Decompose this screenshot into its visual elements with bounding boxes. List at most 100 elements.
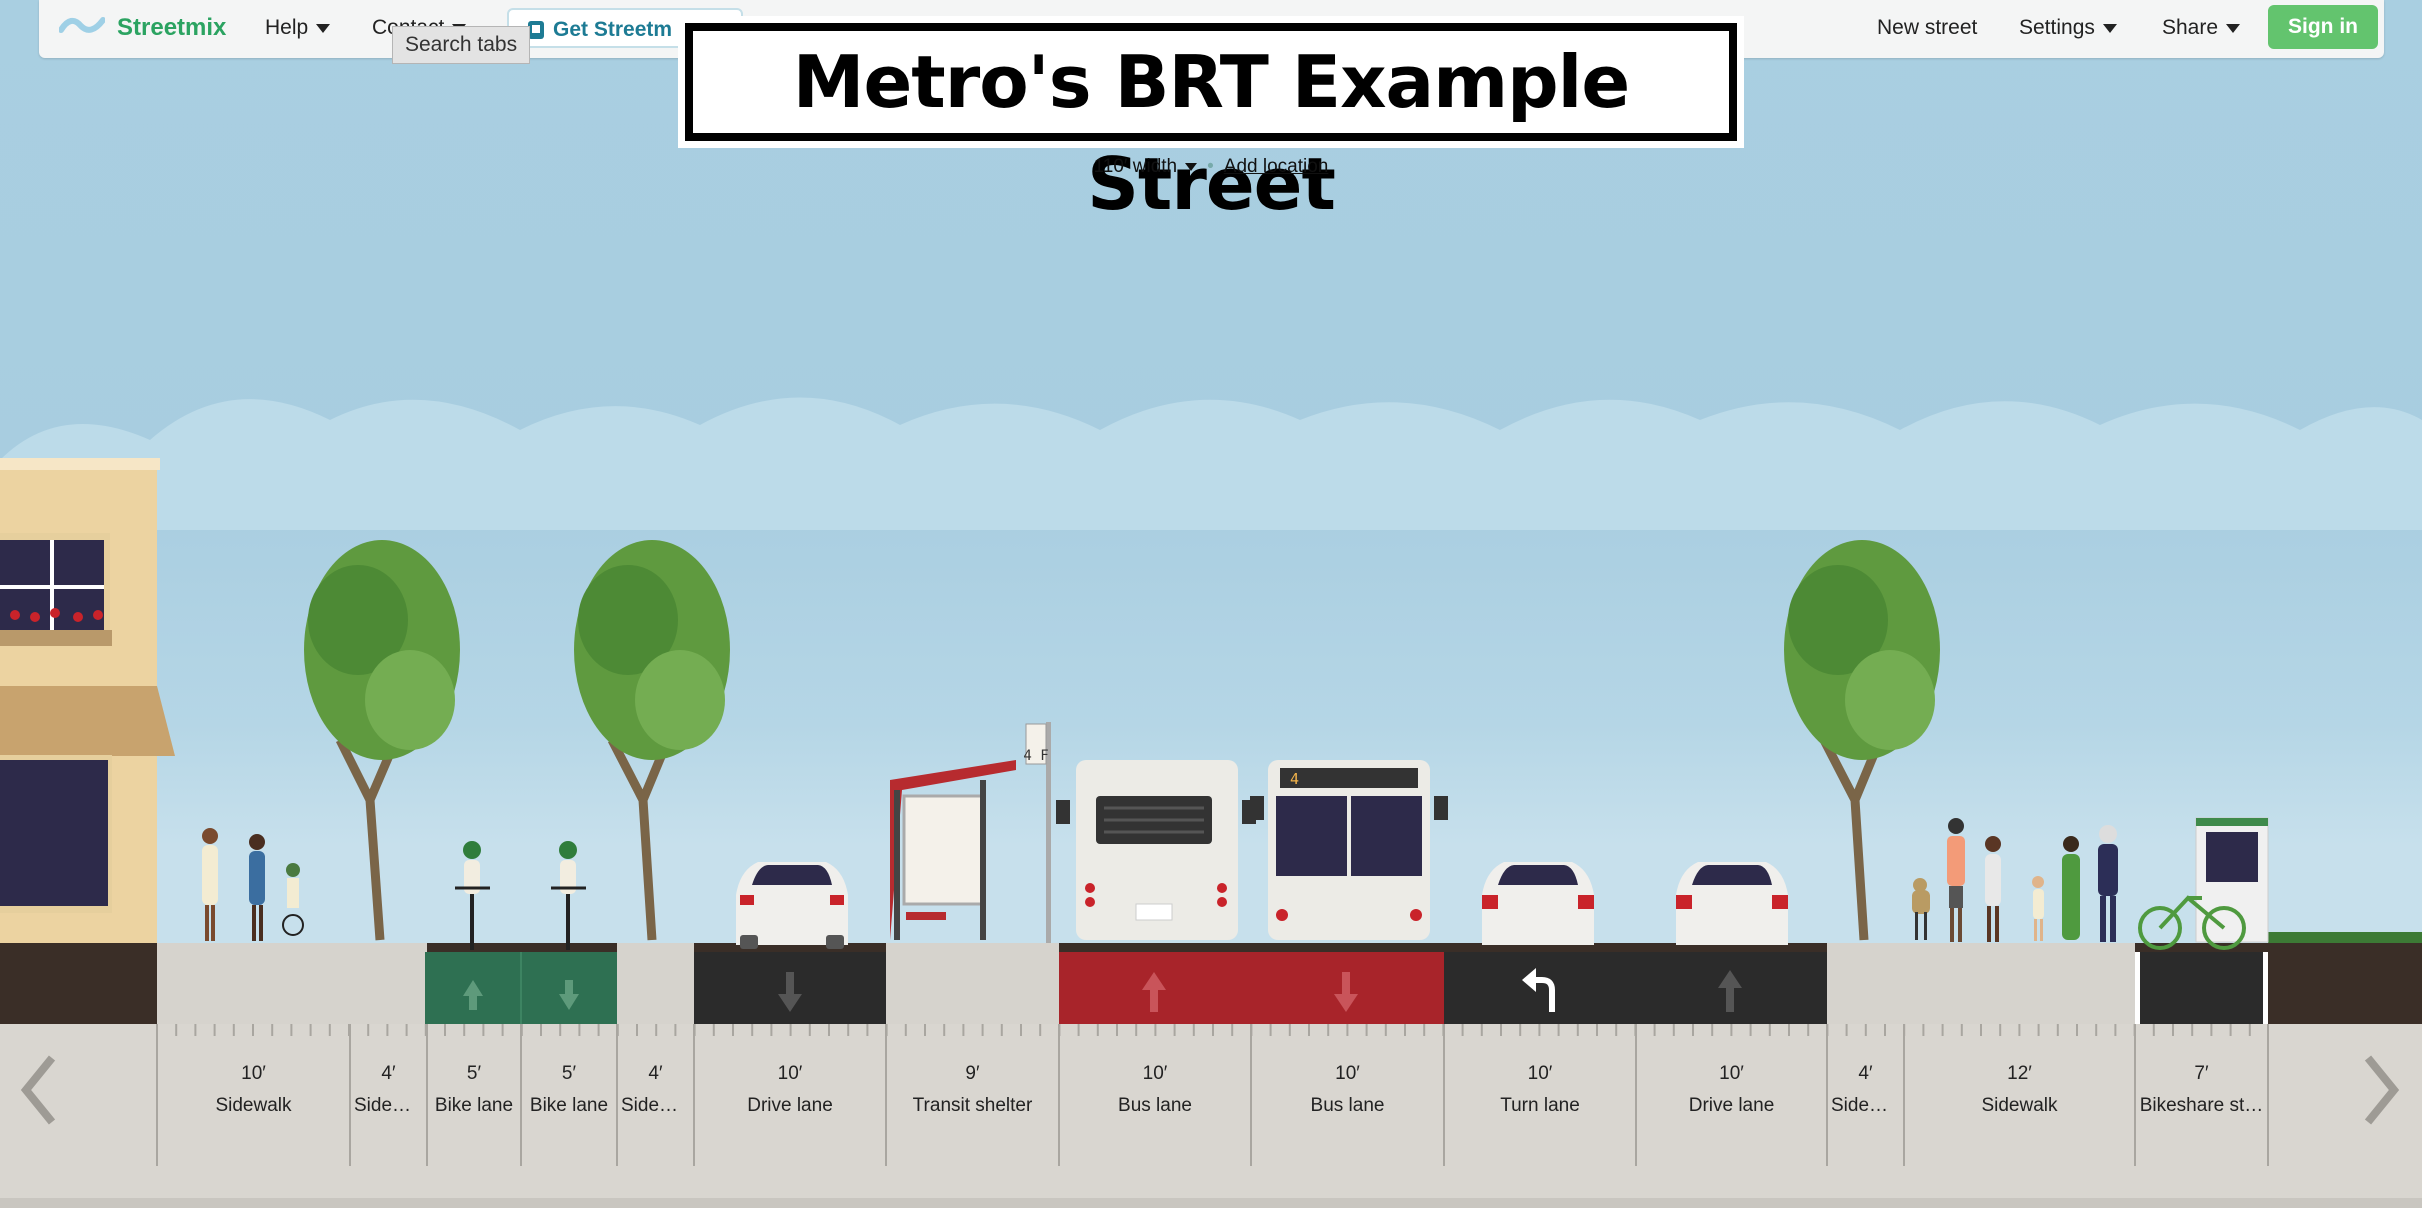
transit-shelter: 4 F — [890, 722, 1051, 944]
segment-width[interactable]: 10′ — [1335, 1063, 1360, 1084]
sidewalk-surface — [157, 943, 427, 1024]
share-label: Share — [2162, 16, 2219, 39]
segment-cell[interactable]: 4′ Sidew… — [617, 1024, 694, 1166]
segment-width[interactable]: 5′ — [561, 1063, 577, 1084]
help-label: Help — [265, 16, 309, 39]
segment-label: Bike lane — [529, 1095, 609, 1116]
segment-cell[interactable]: 7′ Bikeshare st… — [2135, 1024, 2268, 1166]
segment-width[interactable]: 4′ — [1858, 1063, 1873, 1084]
settings-label: Settings — [2019, 16, 2095, 39]
add-location-link[interactable]: Add location — [1223, 156, 1329, 177]
streetmix-logo-icon[interactable] — [59, 14, 105, 36]
street-name[interactable]: Metro's BRT Example Street — [685, 23, 1737, 226]
segment-label: Transit shelter — [912, 1095, 1033, 1116]
get-streetmix-label: Get Streetm — [553, 18, 673, 41]
caret-down-icon — [1185, 162, 1198, 171]
help-menu[interactable]: Help — [265, 0, 331, 55]
segment-cell[interactable]: 4′ Sidew… — [350, 1024, 427, 1166]
segment-label: Bus lane — [1310, 1095, 1385, 1116]
transit-shelter-surface — [886, 943, 1059, 1024]
sidewalk-surface — [1827, 943, 2135, 1024]
turn-left-arrow-icon — [1522, 968, 1555, 1012]
segment-width[interactable]: 5′ — [466, 1063, 482, 1084]
tree — [304, 540, 460, 941]
street-width-menu[interactable]: 110′ width — [1094, 156, 1198, 177]
pedestrians — [202, 828, 304, 941]
segment-label: Bike lane — [434, 1095, 514, 1116]
bus-number: 4 — [1290, 770, 1299, 788]
segment-width[interactable]: 10′ — [1527, 1063, 1553, 1084]
segment-width[interactable]: 7′ — [2194, 1063, 2209, 1084]
segment-width[interactable]: 10′ — [1142, 1063, 1168, 1084]
separator-dot: • — [1207, 156, 1214, 177]
segment-cell[interactable]: 5′ Bike lane — [521, 1024, 617, 1166]
cyclist — [455, 841, 490, 950]
left-arrow-icon[interactable] — [18, 1050, 58, 1130]
segment-width[interactable]: 10′ — [1719, 1063, 1744, 1084]
settings-menu[interactable]: Settings — [2019, 0, 2117, 55]
tree — [574, 540, 730, 941]
segment-label: Sidew… — [354, 1095, 423, 1116]
segment-width[interactable]: 4′ — [648, 1063, 663, 1084]
caret-down-icon — [2102, 23, 2117, 33]
segment-label: Sidew… — [621, 1095, 690, 1116]
cyclist — [551, 841, 586, 950]
segment-label: Sidew… — [1831, 1095, 1900, 1116]
street-name-frame[interactable]: Metro's BRT Example Street — [678, 16, 1744, 226]
segment-width[interactable]: 4′ — [381, 1063, 396, 1084]
up-arrow-icon — [1142, 972, 1166, 1012]
segment-label: Turn lane — [1500, 1095, 1580, 1116]
segment-cell[interactable]: 10′ Bus lane — [1251, 1024, 1444, 1166]
down-arrow-icon — [559, 980, 579, 1010]
segment-cell[interactable]: 10′ Bus lane — [1059, 1024, 1251, 1166]
segment-label: Sidewalk — [215, 1095, 292, 1116]
pedestrians — [1912, 818, 2118, 942]
bus-lane-surface — [1059, 952, 1444, 1024]
segment-cell[interactable]: 10′ Drive lane — [1636, 1024, 1827, 1166]
caret-down-icon — [316, 23, 331, 33]
sign-in-button[interactable]: Sign in — [2268, 5, 2378, 49]
down-arrow-icon — [1334, 972, 1358, 1012]
logo-text[interactable]: Streetmix — [117, 14, 227, 41]
segment-cell[interactable]: 10′ Turn lane — [1444, 1024, 1636, 1166]
car — [1482, 862, 1594, 945]
segment-label: Drive lane — [1688, 1095, 1775, 1116]
segment-width[interactable]: 12′ — [2007, 1063, 2032, 1084]
down-arrow-icon — [778, 972, 802, 1012]
segment-width[interactable]: 10′ — [241, 1063, 266, 1084]
segment-info-area — [0, 1024, 2422, 1198]
segment-cell[interactable]: 5′ Bike lane — [427, 1024, 521, 1166]
segment-cell[interactable]: 9′ Transit shelter — [886, 1024, 1059, 1166]
sidewalk-surface — [617, 943, 694, 1024]
clouds — [0, 397, 2422, 530]
segment-label: Sidewalk — [1981, 1095, 2058, 1116]
bikeshare-surface — [2135, 952, 2268, 1024]
segment-cell[interactable]: 4′ Sidew… — [1827, 1024, 1904, 1166]
bottom-strip — [0, 1198, 2422, 1208]
segment-cell[interactable]: 10′ Drive lane — [694, 1024, 886, 1166]
segment-label: Bikeshare st… — [2139, 1095, 2264, 1116]
segment-label: Bus lane — [1118, 1095, 1192, 1116]
segment-label: Drive lane — [747, 1095, 833, 1116]
caret-down-icon — [2226, 23, 2241, 33]
car — [1676, 862, 1788, 945]
segment-width[interactable]: 10′ — [777, 1063, 803, 1084]
up-arrow-icon — [463, 980, 483, 1010]
segment-cell[interactable]: 12′ Sidewalk — [1904, 1024, 2135, 1166]
up-arrow-icon — [1718, 970, 1742, 1012]
bikeshare-station — [2138, 817, 2269, 950]
car — [736, 862, 848, 949]
tree — [1784, 540, 1940, 941]
share-menu[interactable]: Share — [2162, 0, 2241, 55]
new-street-link[interactable]: New street — [1877, 16, 1978, 39]
segment-cell[interactable]: 10′ Sidewalk — [157, 1024, 350, 1166]
stop-sign-text: 4 F — [1023, 748, 1048, 764]
segment-width[interactable]: 9′ — [965, 1063, 980, 1084]
tooltip: Search tabs — [392, 26, 531, 64]
building — [0, 458, 175, 943]
right-arrow-icon[interactable] — [2362, 1050, 2402, 1130]
street-meta: 110′ width • Add location — [0, 156, 2422, 178]
bus-rear — [1056, 760, 1256, 940]
